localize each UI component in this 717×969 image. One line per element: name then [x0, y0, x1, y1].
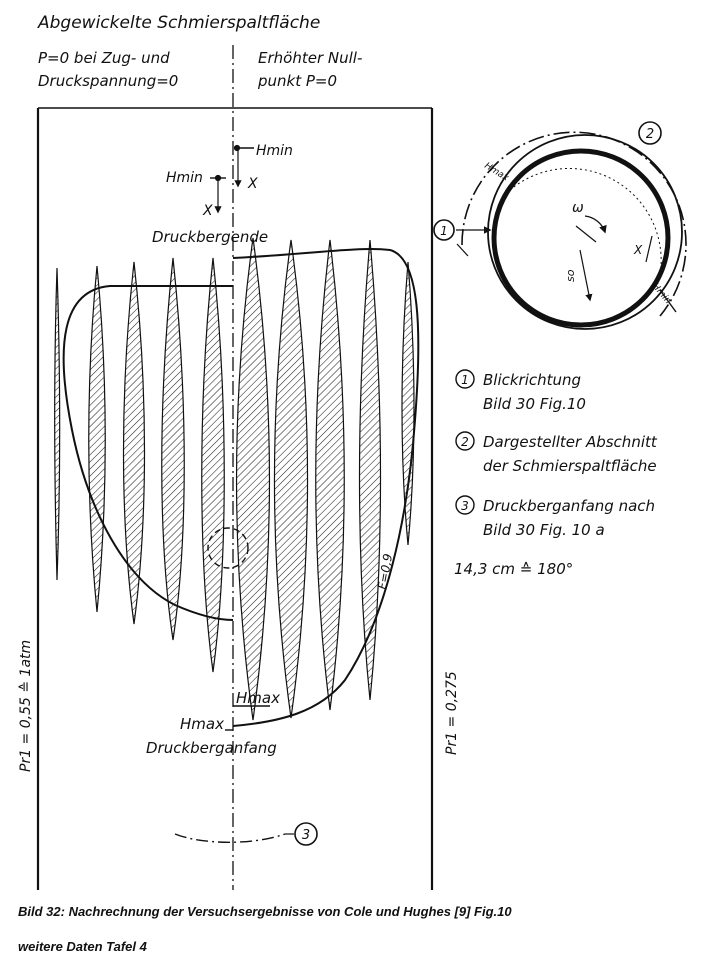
marker-3-circle: [294, 822, 318, 846]
druckbergende-label: Druckbergende: [152, 228, 268, 246]
pr-left-label: Pr1 = 0,55 ≙ 1atm: [18, 640, 34, 772]
marker-3-arc: [174, 833, 286, 843]
legend-3-circle: [455, 495, 475, 515]
hmin-label-right: Hmin: [256, 143, 293, 159]
bearing-hmax-label: Hmax: [482, 161, 510, 184]
legend-3-line2: Bild 30 Fig. 10 a: [483, 521, 605, 539]
legend-1-line2: Bild 30 Fig.10: [483, 395, 586, 413]
bearing-x-label: X: [633, 243, 643, 257]
legend-item-2: 2 Dargestellter Abschnitt der Schmierspa…: [455, 431, 658, 475]
legend: 1 Blickrichtung Bild 30 Fig.10 2 Dargest…: [454, 369, 658, 578]
hmax-marker: [225, 705, 270, 731]
hmax-label-lower: Hmax: [180, 715, 224, 733]
x-label-right: X: [247, 176, 258, 192]
legend-2-line1: Dargestellter Abschnitt: [483, 433, 658, 451]
legend-item-3: 3 Druckberganfang nach Bild 30 Fig. 10 a: [455, 495, 655, 539]
legend-1-circle: [455, 369, 475, 389]
bearing-omega-label: ω: [572, 200, 584, 216]
pressure-lenses-right: [235, 237, 415, 721]
dashed-region-circle: [207, 527, 249, 569]
legend-2-line2: der Schmierspaltfläche: [483, 457, 657, 475]
bearing-so-label: so: [564, 269, 577, 282]
right-header-line2: punkt P=0: [257, 72, 337, 90]
legend-3-line1: Druckberganfang nach: [483, 497, 655, 515]
f-value-label: F=0,9: [375, 553, 395, 591]
legend-3-number: 3: [461, 499, 469, 513]
marker-1-circle: [433, 219, 455, 241]
marker-1-number: 1: [440, 224, 448, 238]
hmax-label-upper: Hmax: [236, 689, 280, 707]
marker-2-circle: [638, 121, 662, 145]
right-header-line1: Erhöhter Null-: [258, 49, 362, 67]
hmin-marker: [210, 144, 254, 214]
legend-2-circle: [455, 431, 475, 451]
druckberganfang-label: Druckberganfang: [146, 739, 277, 757]
pressure-lenses-left: [54, 257, 225, 673]
marker-3-number: 3: [302, 828, 310, 843]
figure-caption-sub: weitere Daten Tafel 4: [18, 939, 147, 954]
x-label-left: X: [202, 203, 213, 219]
figure-caption: Bild 32: Nachrechnung der Versuchsergebn…: [18, 904, 512, 919]
pr-right-label: Pr1 = 0,275: [444, 671, 460, 755]
bearing-diagram: [456, 131, 687, 330]
hmin-label-left: Hmin: [166, 170, 203, 186]
marker-2-number: 2: [646, 127, 654, 142]
diagram-title: Abgewickelte Schmierspaltfläche: [37, 13, 320, 33]
scale-note: 14,3 cm ≙ 180°: [454, 560, 573, 578]
legend-2-number: 2: [461, 435, 469, 449]
legend-1-line1: Blickrichtung: [483, 371, 581, 389]
legend-item-1: 1 Blickrichtung Bild 30 Fig.10: [455, 369, 586, 413]
gap-strip-outline: [36, 107, 434, 890]
left-header-line2: Druckspannung=0: [38, 72, 178, 90]
legend-1-number: 1: [461, 373, 469, 387]
left-header-line1: P=0 bei Zug- und: [38, 49, 170, 67]
